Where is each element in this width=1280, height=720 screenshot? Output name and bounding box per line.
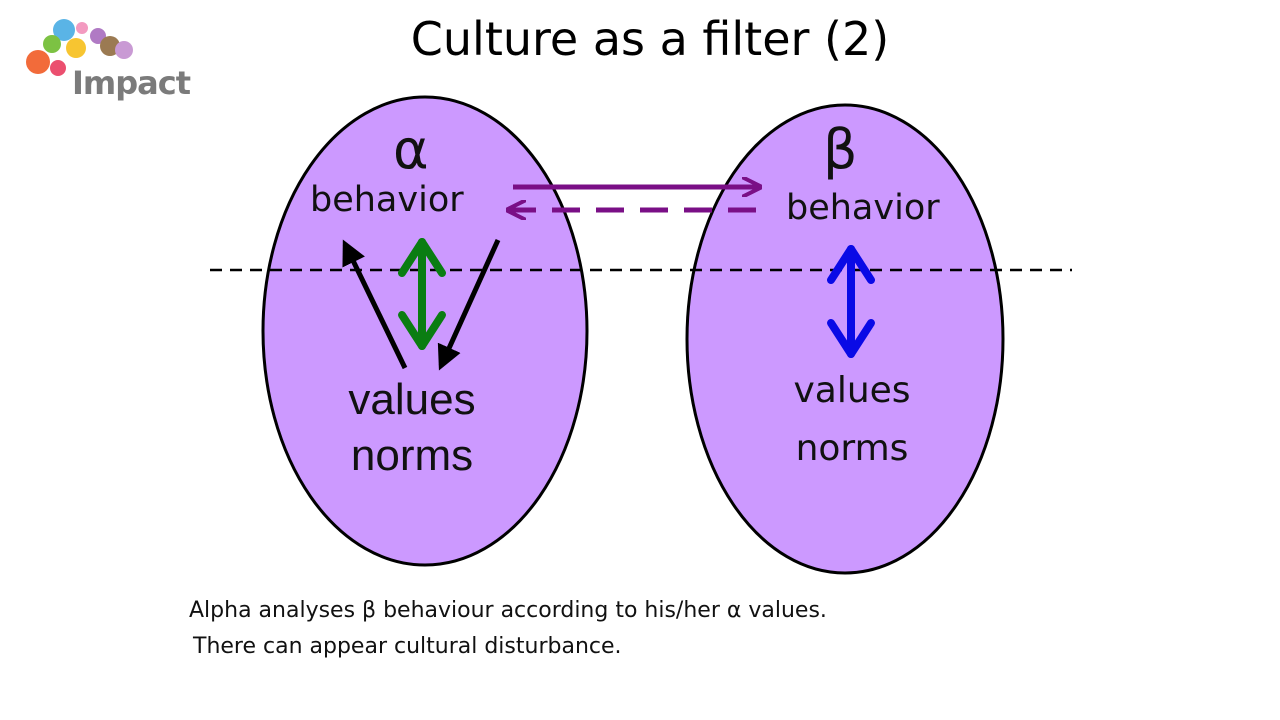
slide-title: Culture as a filter (2) — [410, 12, 890, 66]
alpha-values-norms: values norms — [332, 372, 492, 484]
beta-values-norms: values norms — [772, 362, 932, 478]
caption-line-1: Alpha analyses β behaviour according to … — [189, 598, 827, 623]
beta-blue-double-arrow — [827, 245, 875, 358]
impact-logo: Impact — [12, 14, 191, 102]
caption-line-2: There can appear cultural disturbance. — [193, 634, 622, 659]
beta-norms-label: norms — [795, 428, 909, 469]
alpha-green-double-arrow — [398, 238, 446, 350]
alpha-behavior-to-values-arrow — [437, 238, 501, 371]
alpha-behavior-label: behavior — [310, 180, 464, 220]
alpha-values-to-behavior-arrow — [342, 239, 408, 370]
logo-text: Impact — [72, 64, 191, 102]
beta-values-label: values — [793, 370, 911, 411]
beta-symbol: β — [823, 118, 858, 181]
alpha-norms-label: norms — [350, 431, 474, 480]
alpha-symbol: α — [393, 118, 429, 181]
logo-paint-splashes — [26, 19, 133, 76]
beta-behavior-label: behavior — [786, 188, 940, 228]
alpha-values-label: values — [348, 375, 476, 424]
